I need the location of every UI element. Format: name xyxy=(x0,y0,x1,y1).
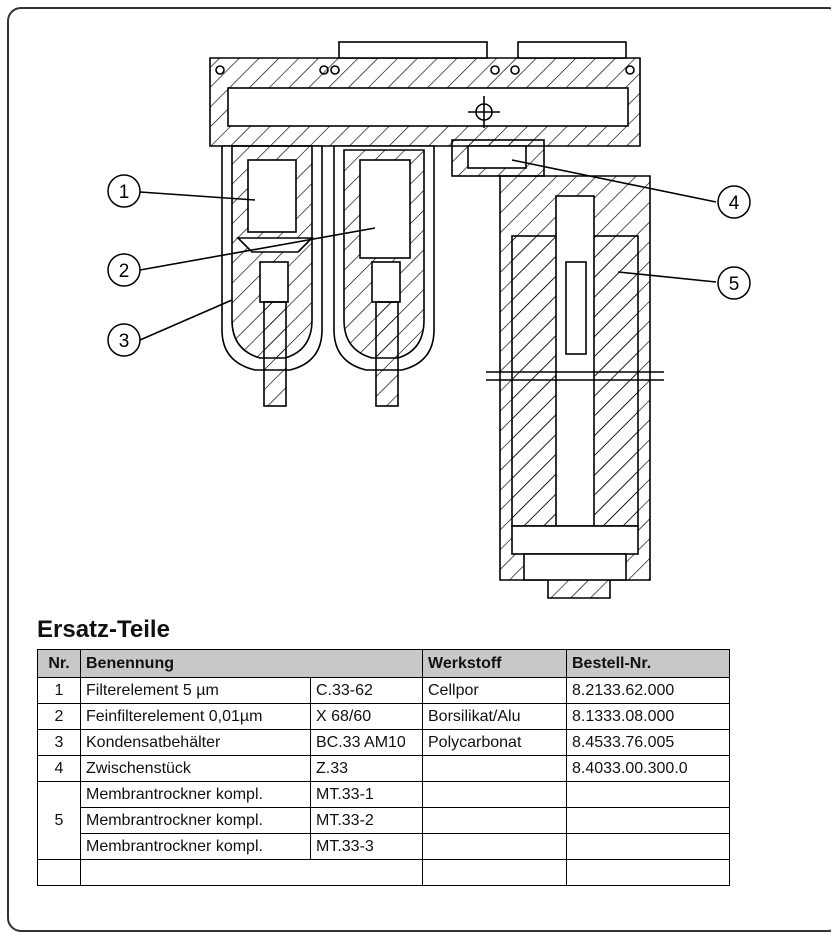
cell-code: MT.33-1 xyxy=(310,781,423,808)
parts-table: Nr. Benennung Werkstoff Bestell-Nr. 1 Fi… xyxy=(37,649,730,886)
drain-valve-2 xyxy=(375,301,399,407)
callout-3 xyxy=(107,323,141,357)
cell-name: Kondensatbehälter xyxy=(80,729,311,756)
cell-name: Membrantrockner kompl. xyxy=(80,781,311,808)
table-row: 5 Membrantrockner kompl. MT.33-1 xyxy=(37,781,730,860)
table-row: 4 Zwischenstück Z.33 8.4033.00.300.0 xyxy=(37,755,730,782)
table-row: 2 Feinfilterelement 0,01µm X 68/60 Borsi… xyxy=(37,703,730,730)
cell-nr: 4 xyxy=(37,755,81,782)
callout-4 xyxy=(717,185,751,219)
cell-code: X 68/60 xyxy=(310,703,423,730)
cell-empty xyxy=(80,859,423,886)
callout-label-2: 2 xyxy=(119,261,130,282)
cell-code: MT.33-2 xyxy=(310,807,423,834)
cell-material: Cellpor xyxy=(422,677,567,704)
cell-order: 8.4033.00.300.0 xyxy=(566,755,730,782)
cell-order: 8.2133.62.000 xyxy=(566,677,730,704)
cell-order: 8.1333.08.000 xyxy=(566,703,730,730)
cell-material xyxy=(422,755,567,782)
table-row: Membrantrockner kompl. MT.33-2 xyxy=(38,807,730,834)
filter-element-1 xyxy=(247,159,297,233)
drain-valve-1 xyxy=(263,301,287,407)
callout-label-5: 5 xyxy=(729,274,740,295)
header-name: Benennung xyxy=(80,649,423,678)
section-title: Ersatz-Teile xyxy=(37,616,170,643)
cell-code: C.33-62 xyxy=(310,677,423,704)
callout-label-1: 1 xyxy=(119,182,130,203)
cell-material xyxy=(422,833,567,860)
manifold-flange xyxy=(338,41,488,59)
dryer-core xyxy=(555,195,595,527)
cell-nr: 2 xyxy=(37,703,81,730)
callout-1 xyxy=(107,174,141,208)
cell-code: Z.33 xyxy=(310,755,423,782)
cell-code: MT.33-3 xyxy=(310,833,423,860)
table-row: 3 Kondensatbehälter BC.33 AM10 Polycarbo… xyxy=(37,729,730,756)
cell-material: Borsilikat/Alu xyxy=(422,703,567,730)
cell-material xyxy=(422,781,567,808)
callout-5 xyxy=(717,266,751,300)
cell-material xyxy=(422,807,567,834)
callout-2 xyxy=(107,253,141,287)
cell-nr: 1 xyxy=(37,677,81,704)
cell-material: Polycarbonat xyxy=(422,729,567,756)
cell-nr: 3 xyxy=(37,729,81,756)
filter-element-2 xyxy=(359,159,411,259)
cell-empty xyxy=(37,859,81,886)
table-row: Membrantrockner kompl. MT.33-3 xyxy=(38,833,730,860)
cell-empty xyxy=(422,859,567,886)
cell-order xyxy=(566,781,730,808)
cell-nr-group: 5 xyxy=(37,781,81,860)
cell-code: BC.33 AM10 xyxy=(310,729,423,756)
cell-name: Feinfilterelement 0,01µm xyxy=(80,703,311,730)
cell-name: Membrantrockner kompl. xyxy=(80,807,311,834)
cell-name: Membrantrockner kompl. xyxy=(80,833,311,860)
callout-label-3: 3 xyxy=(119,331,130,352)
cell-empty xyxy=(566,859,730,886)
callout-label-4: 4 xyxy=(729,193,740,214)
header-order: Bestell-Nr. xyxy=(566,649,730,678)
technical-drawing: 1 2 3 4 5 xyxy=(107,41,751,599)
table-header-row: Nr. Benennung Werkstoff Bestell-Nr. xyxy=(37,649,730,678)
cell-order xyxy=(566,807,730,834)
cell-name: Filterelement 5 µm xyxy=(80,677,311,704)
header-nr: Nr. xyxy=(37,649,81,678)
header-material: Werkstoff xyxy=(422,649,567,678)
table-row-empty xyxy=(37,859,730,886)
cell-name: Zwischenstück xyxy=(80,755,311,782)
page-frame xyxy=(7,7,831,932)
table-row: 1 Filterelement 5 µm C.33-62 Cellpor 8.2… xyxy=(37,677,730,704)
manifold-bore xyxy=(227,87,629,127)
cell-order xyxy=(566,833,730,860)
cell-order: 8.4533.76.005 xyxy=(566,729,730,756)
